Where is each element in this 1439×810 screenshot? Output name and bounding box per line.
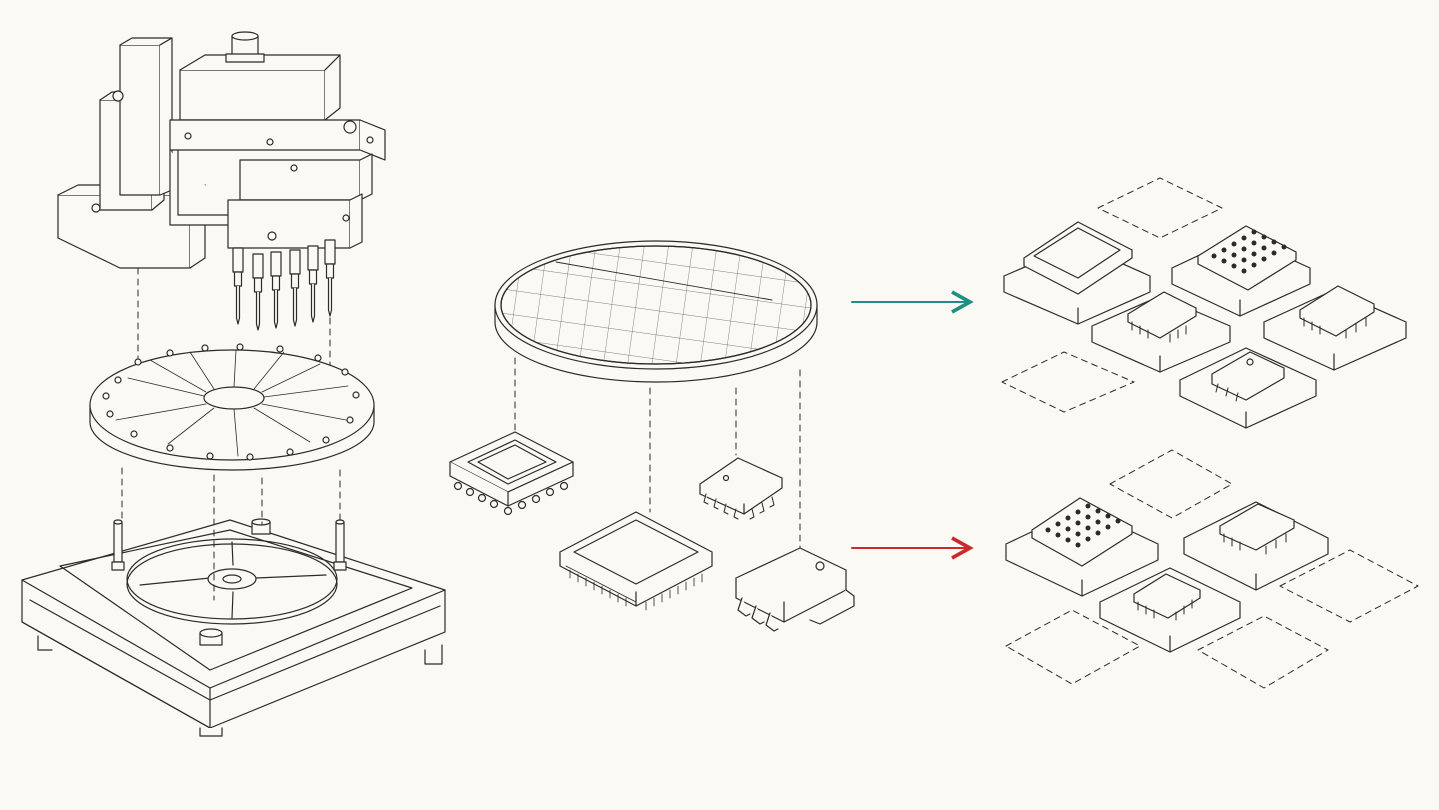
fail-bin xyxy=(1006,450,1418,688)
filled-slot xyxy=(1184,502,1328,590)
probe-needle-icon xyxy=(325,240,335,316)
probe-needle-icon xyxy=(308,246,318,322)
soic-package xyxy=(700,458,782,519)
qfp-package xyxy=(560,512,712,610)
empty-slot xyxy=(1002,352,1134,412)
filled-slot xyxy=(1006,498,1158,596)
empty-slot xyxy=(1198,616,1328,688)
filled-slot xyxy=(1172,226,1310,316)
probe-needle-icon xyxy=(290,250,300,326)
left-alignment-lines xyxy=(122,268,340,600)
filled-slot xyxy=(1180,348,1316,428)
sot-package xyxy=(736,548,854,631)
probe-card xyxy=(90,344,374,470)
filled-slot xyxy=(1100,568,1240,652)
probe-needle-icon xyxy=(271,252,281,328)
empty-slot xyxy=(1098,178,1222,238)
filled-slot xyxy=(1092,292,1230,372)
pass-bin xyxy=(1002,178,1406,428)
qfn-package xyxy=(450,432,573,515)
probe-needles xyxy=(233,240,335,330)
probe-needle-icon xyxy=(233,248,243,324)
probe-needle-icon xyxy=(253,254,263,330)
wafer xyxy=(495,241,817,382)
filled-slot xyxy=(1004,222,1150,324)
guide-pin-icon xyxy=(112,520,124,570)
empty-slot xyxy=(1110,450,1232,518)
probe-head xyxy=(58,32,385,268)
empty-slot xyxy=(1006,610,1140,684)
wafer-chuck xyxy=(22,519,445,736)
guide-pin-icon xyxy=(334,520,346,570)
wafer-alignment-lines xyxy=(515,358,800,548)
empty-slot xyxy=(1280,550,1418,622)
filled-slot xyxy=(1264,286,1406,370)
